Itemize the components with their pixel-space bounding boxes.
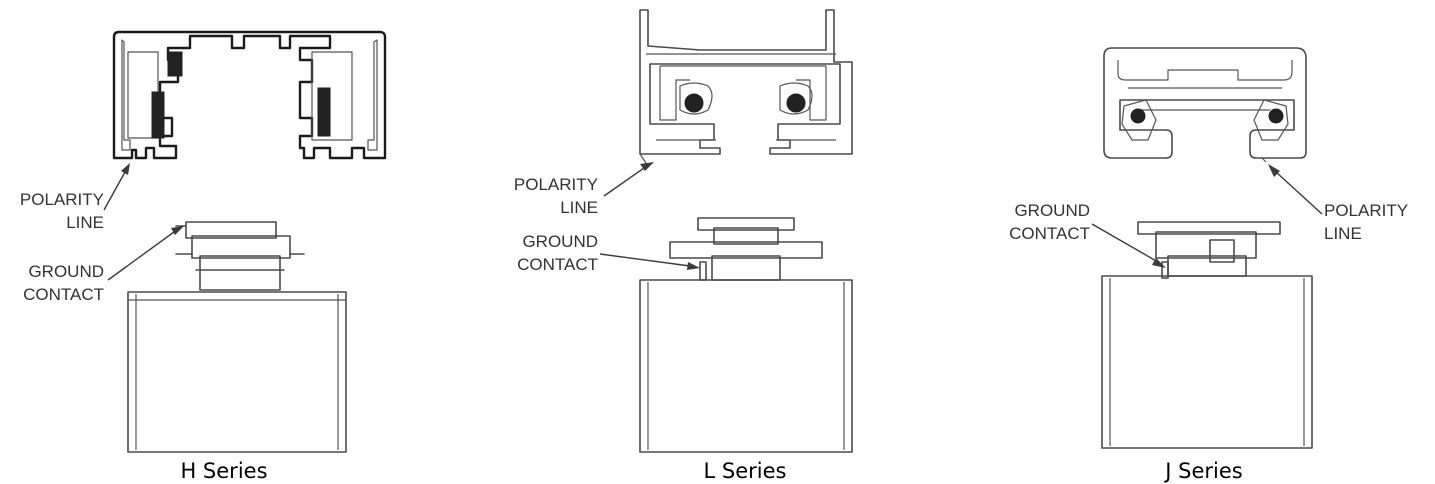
l-polarity-label-line1: POLARITY xyxy=(514,175,598,194)
j-series-adapter xyxy=(1137,221,1281,279)
j-polarity-label-line2: LINE xyxy=(1324,224,1362,243)
h-series-track-profile xyxy=(112,30,387,160)
j-series-fixture-body xyxy=(1101,275,1313,449)
j-series-track-profile xyxy=(1103,47,1307,163)
j-series-polarity-callout: POLARITY LINE xyxy=(1268,164,1408,243)
l-series-track-profile xyxy=(639,9,853,167)
j-ground-label-line2: CONTACT xyxy=(1009,224,1090,243)
l-series-ground-callout: GROUND CONTACT xyxy=(517,232,700,274)
h-series-ground-callout: GROUND CONTACT xyxy=(23,226,184,304)
l-ground-label-line1: GROUND xyxy=(522,232,598,251)
l-series-panel: POLARITY LINE GROUND CONTACT L Series xyxy=(514,9,853,483)
h-series-panel: POLARITY LINE GROUND CONTACT H Series xyxy=(20,30,387,483)
j-series-ground-callout: GROUND CONTACT xyxy=(1009,201,1166,268)
j-series-caption: J Series xyxy=(1163,459,1242,483)
j-series-panel: GROUND CONTACT POLARITY LINE J Series xyxy=(1009,47,1408,483)
l-series-fixture-body xyxy=(639,279,853,453)
h-ground-label-line1: GROUND xyxy=(28,262,104,281)
h-ground-label-line2: CONTACT xyxy=(23,285,104,304)
h-series-fixture-body xyxy=(127,291,347,453)
l-series-caption: L Series xyxy=(704,459,787,483)
h-series-caption: H Series xyxy=(180,459,267,483)
h-series-polarity-callout: POLARITY LINE xyxy=(20,163,130,232)
j-polarity-label-line1: POLARITY xyxy=(1324,201,1408,220)
h-polarity-label-line1: POLARITY xyxy=(20,190,104,209)
l-series-polarity-callout: POLARITY LINE xyxy=(514,162,654,217)
l-series-adapter xyxy=(669,217,823,281)
j-ground-label-line1: GROUND xyxy=(1014,201,1090,220)
h-polarity-label-line2: LINE xyxy=(66,213,104,232)
l-polarity-label-line2: LINE xyxy=(560,198,598,217)
h-series-adapter xyxy=(175,221,305,291)
l-ground-label-line2: CONTACT xyxy=(517,255,598,274)
